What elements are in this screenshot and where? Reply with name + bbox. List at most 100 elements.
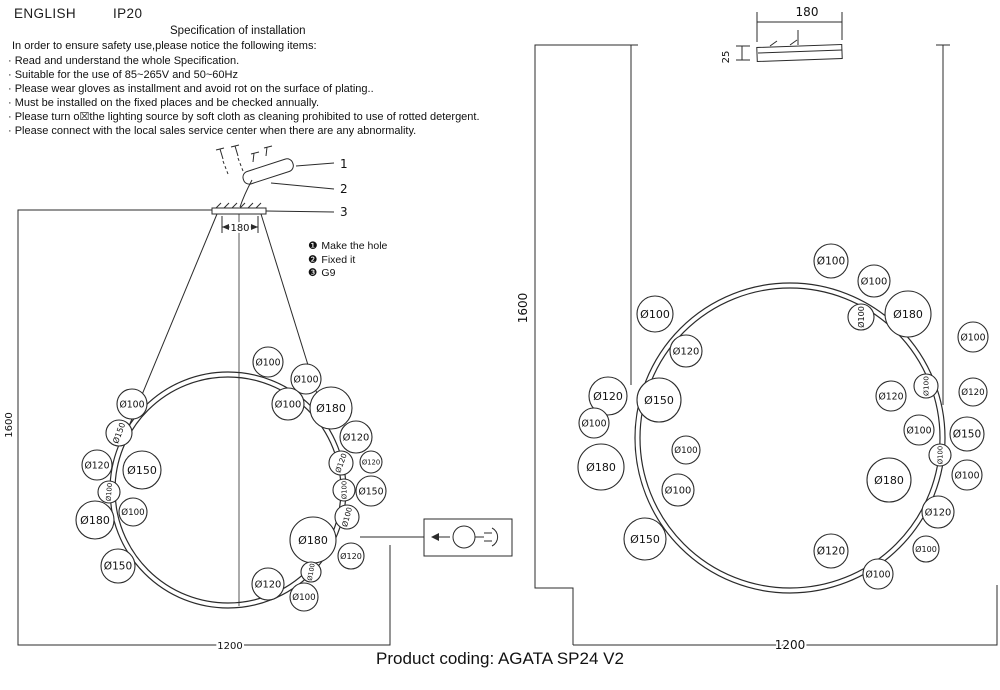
glass-sphere <box>913 373 939 399</box>
ip-rating-label: IP20 <box>113 6 143 21</box>
glass-sphere <box>290 363 322 395</box>
glass-sphere <box>251 567 285 601</box>
bulb-callout <box>360 518 513 557</box>
sphere-diameter-label: Ø100 <box>865 569 890 580</box>
spec-title: Specification of installation <box>170 25 306 37</box>
sphere-diameter-label: Ø100 <box>954 470 979 481</box>
leader-line-part2 <box>270 182 335 190</box>
width-dimension-label-right: 1200 <box>775 638 806 652</box>
sphere-diameter-label: Ø180 <box>298 534 328 547</box>
sphere-diameter-label: Ø120 <box>84 460 109 471</box>
canopy-height-dimension <box>736 45 750 61</box>
sphere-diameter-label: Ø150 <box>630 533 660 546</box>
canopy-icon <box>242 145 294 185</box>
leader-line-part3 <box>265 210 335 213</box>
language-label: ENGLISH <box>14 6 77 21</box>
right-dimension-diagram <box>534 12 998 646</box>
sphere-diameter-label: Ø120 <box>343 431 370 443</box>
sphere-diameter-label: Ø100 <box>922 376 931 396</box>
sphere-diameter-label: Ø150 <box>953 429 981 441</box>
arrow-left-icon <box>431 533 439 541</box>
screw-icon <box>215 144 244 175</box>
glass-sphere <box>862 558 894 590</box>
sphere-diameter-label: Ø120 <box>817 546 845 558</box>
part-number-3: 3 <box>340 205 348 219</box>
sphere-diameter-label: Ø100 <box>293 374 318 385</box>
step-2-marker-icon: ❷ <box>308 253 318 266</box>
sphere-diameter-label: Ø100 <box>861 275 888 287</box>
width-dimension-label: 1200 <box>217 641 242 652</box>
glass-sphere <box>355 475 387 507</box>
glass-sphere <box>636 377 682 423</box>
sphere-diameter-label: Ø100 <box>817 256 845 268</box>
canopy-width-label: 180 <box>230 223 249 234</box>
sphere-diameter-label: Ø100 <box>906 425 931 436</box>
sphere-diameter-label: Ø180 <box>893 308 923 321</box>
glass-sphere <box>957 321 989 353</box>
product-coding: Product coding: AGATA SP24 V2 <box>376 649 624 668</box>
sphere-diameter-label: Ø100 <box>119 399 144 410</box>
glass-sphere <box>578 407 610 439</box>
ceiling-plate-icon <box>211 202 267 215</box>
sphere-diameter-label: Ø150 <box>104 561 132 573</box>
step-1-label: Make the hole <box>321 240 388 252</box>
glass-sphere <box>359 450 383 474</box>
glass-sphere <box>903 414 935 446</box>
sphere-diameter-label: Ø100 <box>856 306 866 328</box>
glass-sphere <box>884 290 932 338</box>
glass-sphere <box>951 459 983 491</box>
sphere-diameter-label: Ø100 <box>936 446 944 464</box>
sphere-diameter-label: Ø100 <box>255 357 280 368</box>
glass-sphere <box>921 495 955 529</box>
sphere-diameter-label: Ø120 <box>362 458 380 466</box>
glass-sphere <box>875 380 907 412</box>
canopy-width-label-right: 180 <box>796 5 819 19</box>
glass-sphere <box>847 303 875 331</box>
glass-sphere <box>105 419 133 447</box>
glass-sphere <box>928 443 952 467</box>
glass-sphere <box>949 416 985 452</box>
spec-intro: In order to ensure safety use,please not… <box>12 40 317 52</box>
glass-sphere <box>588 376 628 416</box>
glass-sphere <box>912 535 940 563</box>
glass-sphere <box>100 548 136 584</box>
glass-sphere <box>116 388 148 420</box>
glass-sphere <box>252 346 284 378</box>
canopy-height-label-right: 25 <box>721 51 732 64</box>
glass-sphere <box>337 542 365 570</box>
sphere-diameter-label: Ø120 <box>925 506 952 518</box>
step-3-marker-icon: ❸ <box>308 267 318 279</box>
spec-item: · Read and understand the whole Specific… <box>8 55 240 67</box>
sphere-diameter-label: Ø150 <box>644 394 674 407</box>
canopy-width-dimension-right <box>756 12 843 42</box>
chandelier-ring <box>639 287 941 589</box>
glass-sphere <box>813 533 849 569</box>
sphere-diameter-label: Ø100 <box>915 544 937 554</box>
glass-sphere <box>300 561 322 583</box>
suspension-cable <box>239 179 253 208</box>
spec-item: · Suitable for the use of 85~265V and 50… <box>8 69 238 81</box>
sphere-diameter-label: Ø100 <box>306 563 317 582</box>
sphere-diameter-label: Ø180 <box>874 474 904 487</box>
sphere-diameter-label: Ø150 <box>127 464 157 477</box>
step-1-marker-icon: ❶ <box>308 240 318 252</box>
sphere-diameter-label: Ø100 <box>640 308 670 321</box>
sphere-diameter-label: Ø100 <box>292 592 315 603</box>
glass-sphere <box>289 582 319 612</box>
sphere-diameter-label: Ø120 <box>961 387 984 398</box>
right-ring-group <box>634 282 946 594</box>
sphere-diameter-label: Ø180 <box>316 402 346 415</box>
height-dimension-bracket <box>534 44 624 645</box>
glass-sphere <box>334 504 360 530</box>
sphere-diameter-label: Ø150 <box>358 486 383 497</box>
spec-list: · Read and understand the whole Specific… <box>8 54 480 138</box>
canopy-icon-right <box>756 30 843 63</box>
sphere-diameter-label: Ø120 <box>673 345 700 357</box>
glass-sphere <box>623 517 667 561</box>
